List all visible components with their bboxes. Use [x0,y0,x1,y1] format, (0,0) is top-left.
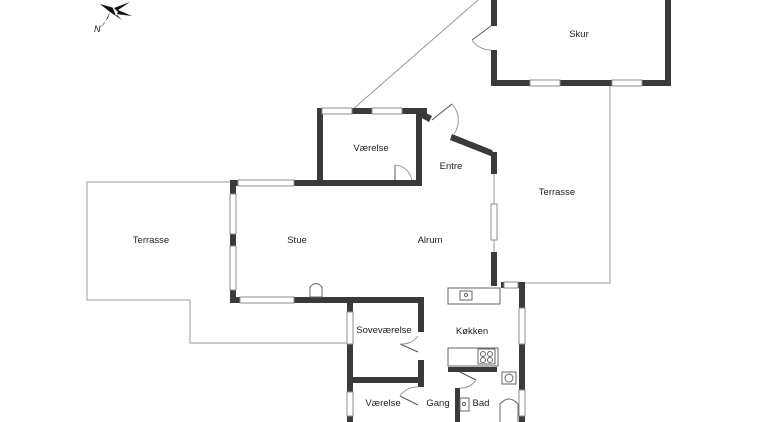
bad-door [459,371,477,389]
vaerelse-top-door [394,164,413,183]
stove-symbol [309,283,323,298]
label-vaerelse-top: Værelse [353,143,388,154]
skur-walls [491,0,671,87]
sovevaerelse-door [399,335,419,353]
kokken-walls [448,281,526,422]
label-sovevaerelse: Soveværelse [356,325,411,336]
label-stue: Stue [287,235,307,246]
entre-door [431,103,459,135]
label-kokken: Køkken [456,326,488,337]
terrace-outline-left [86,181,348,344]
label-entre: Entre [440,161,463,172]
bathroom-fixtures [459,371,519,422]
label-terrasse-left: Terrasse [133,235,169,246]
kitchen-counters [447,287,501,367]
label-skur: Skur [569,29,589,40]
label-vaerelse-bottom: Værelse [365,398,400,409]
vaerelse-top-walls [317,107,427,186]
label-bad: Bad [473,398,490,409]
sovevaerelse-walls [346,297,424,383]
compass-north-label: N [94,24,101,34]
vaerelse-bottom-walls [346,377,424,422]
compass-icon: N [94,2,132,34]
label-terrasse-right: Terrasse [539,187,575,198]
stue-walls [229,179,422,304]
diagonal-guide-line [351,0,479,111]
terrace-outline-right [493,86,611,284]
entre-walls [418,110,498,286]
vaerelse-bottom-door [399,386,419,406]
skur-door [471,25,492,51]
bad-walls [455,388,460,422]
label-gang: Gang [426,398,449,409]
label-alrum: Alrum [418,235,443,246]
